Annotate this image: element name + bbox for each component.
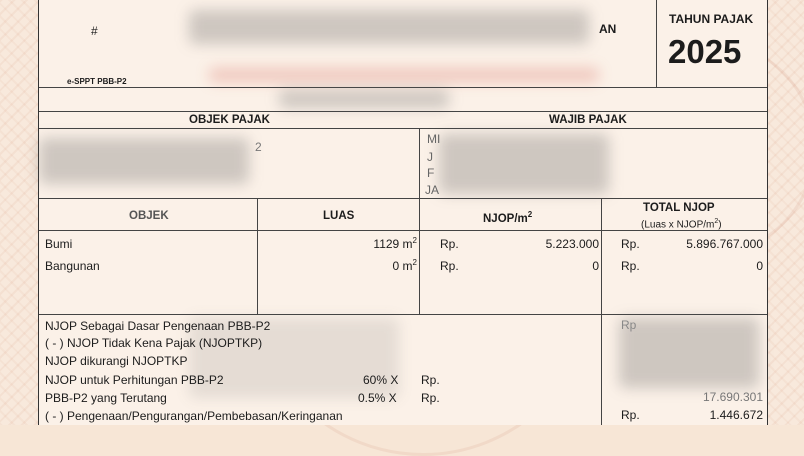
summary-label: ( - ) NJOP Tidak Kena Pajak (NJOPTKP): [45, 336, 263, 350]
object-heading: OBJEK PAJAK: [189, 114, 270, 126]
summary-label: NJOP untuk Perhitungan PBB-P2: [45, 373, 224, 387]
summary-rp: Rp: [621, 318, 637, 332]
col-header-objek: OBJEK: [129, 210, 169, 222]
divider: [419, 128, 420, 198]
row-total: 5.896.767.000: [686, 237, 763, 251]
row-rp: Rp.: [440, 259, 459, 273]
row-rp: Rp.: [621, 259, 640, 273]
summary-label: NJOP Sebagai Dasar Pengenaan PBB-P2: [45, 319, 271, 333]
divider: [39, 314, 767, 315]
sppt-form: # AN e-SPPT PBB-P2 TAHUN PAJAK 2025 OBJE…: [38, 0, 768, 425]
summary-rp: Rp.: [421, 391, 440, 405]
row-luas: 1129 m2: [373, 236, 417, 251]
redacted-header: [189, 10, 589, 44]
taxpayer-fragment: F: [427, 166, 435, 180]
header-hash: #: [91, 24, 98, 38]
row-rp: Rp.: [440, 237, 459, 251]
row-njop-m2: 0: [592, 259, 599, 273]
divider: [601, 314, 602, 425]
tax-year-label: TAHUN PAJAK: [669, 12, 754, 26]
divider: [257, 198, 258, 314]
divider: [656, 0, 657, 87]
espptt-label: e-SPPT PBB-P2: [67, 77, 127, 86]
summary-pct: 0.5% X: [358, 391, 397, 405]
object-number-fragment: 2: [255, 140, 262, 154]
redacted-summary: [189, 318, 399, 398]
row-total: 0: [756, 259, 763, 273]
divider: [39, 198, 767, 199]
divider: [39, 87, 767, 88]
row-luas: 0 m2: [392, 258, 417, 273]
summary-label: NJOP dikurangi NJOPTKP: [45, 354, 188, 368]
redacted-header-red: [209, 68, 599, 82]
tax-year: 2025: [668, 33, 742, 70]
row-objek: Bumi: [45, 237, 73, 251]
taxpayer-fragment: MI: [427, 132, 441, 146]
summary-label: ( - ) Pengenaan/Pengurangan/Pembebasan/K…: [45, 409, 343, 423]
taxpayer-heading: WAJIB PAJAK: [549, 114, 627, 126]
summary-label: PBB-P2 yang Terutang: [45, 391, 167, 405]
divider: [39, 128, 767, 129]
row-objek: Bangunan: [45, 259, 100, 273]
divider: [601, 198, 602, 314]
row-njop-m2: 5.223.000: [545, 237, 599, 251]
col-header-njop-m2: NJOP/m2: [483, 210, 533, 225]
redacted-strip: [279, 90, 449, 108]
summary-rp: Rp.: [421, 373, 440, 387]
col-header-total-njop: TOTAL NJOP: [643, 202, 715, 214]
divider: [39, 111, 767, 112]
col-header-luas: LUAS: [323, 210, 355, 222]
summary-rp: Rp.: [621, 408, 640, 422]
redacted-taxpayer: [439, 134, 609, 194]
taxpayer-fragment: JA: [425, 183, 440, 197]
col-subheader-total-njop: (Luas x NJOP/m2): [641, 218, 722, 231]
redacted-object-address: [39, 138, 249, 184]
summary-value: 17.690.301: [702, 390, 763, 404]
header-fragment: AN: [599, 22, 617, 36]
row-rp: Rp.: [621, 237, 640, 251]
divider: [419, 198, 420, 314]
divider: [39, 230, 767, 231]
redacted-summary-values: [619, 318, 759, 388]
summary-pct: 60% X: [363, 373, 399, 387]
taxpayer-fragment: J: [427, 150, 433, 164]
summary-value: 1.446.672: [709, 408, 763, 422]
